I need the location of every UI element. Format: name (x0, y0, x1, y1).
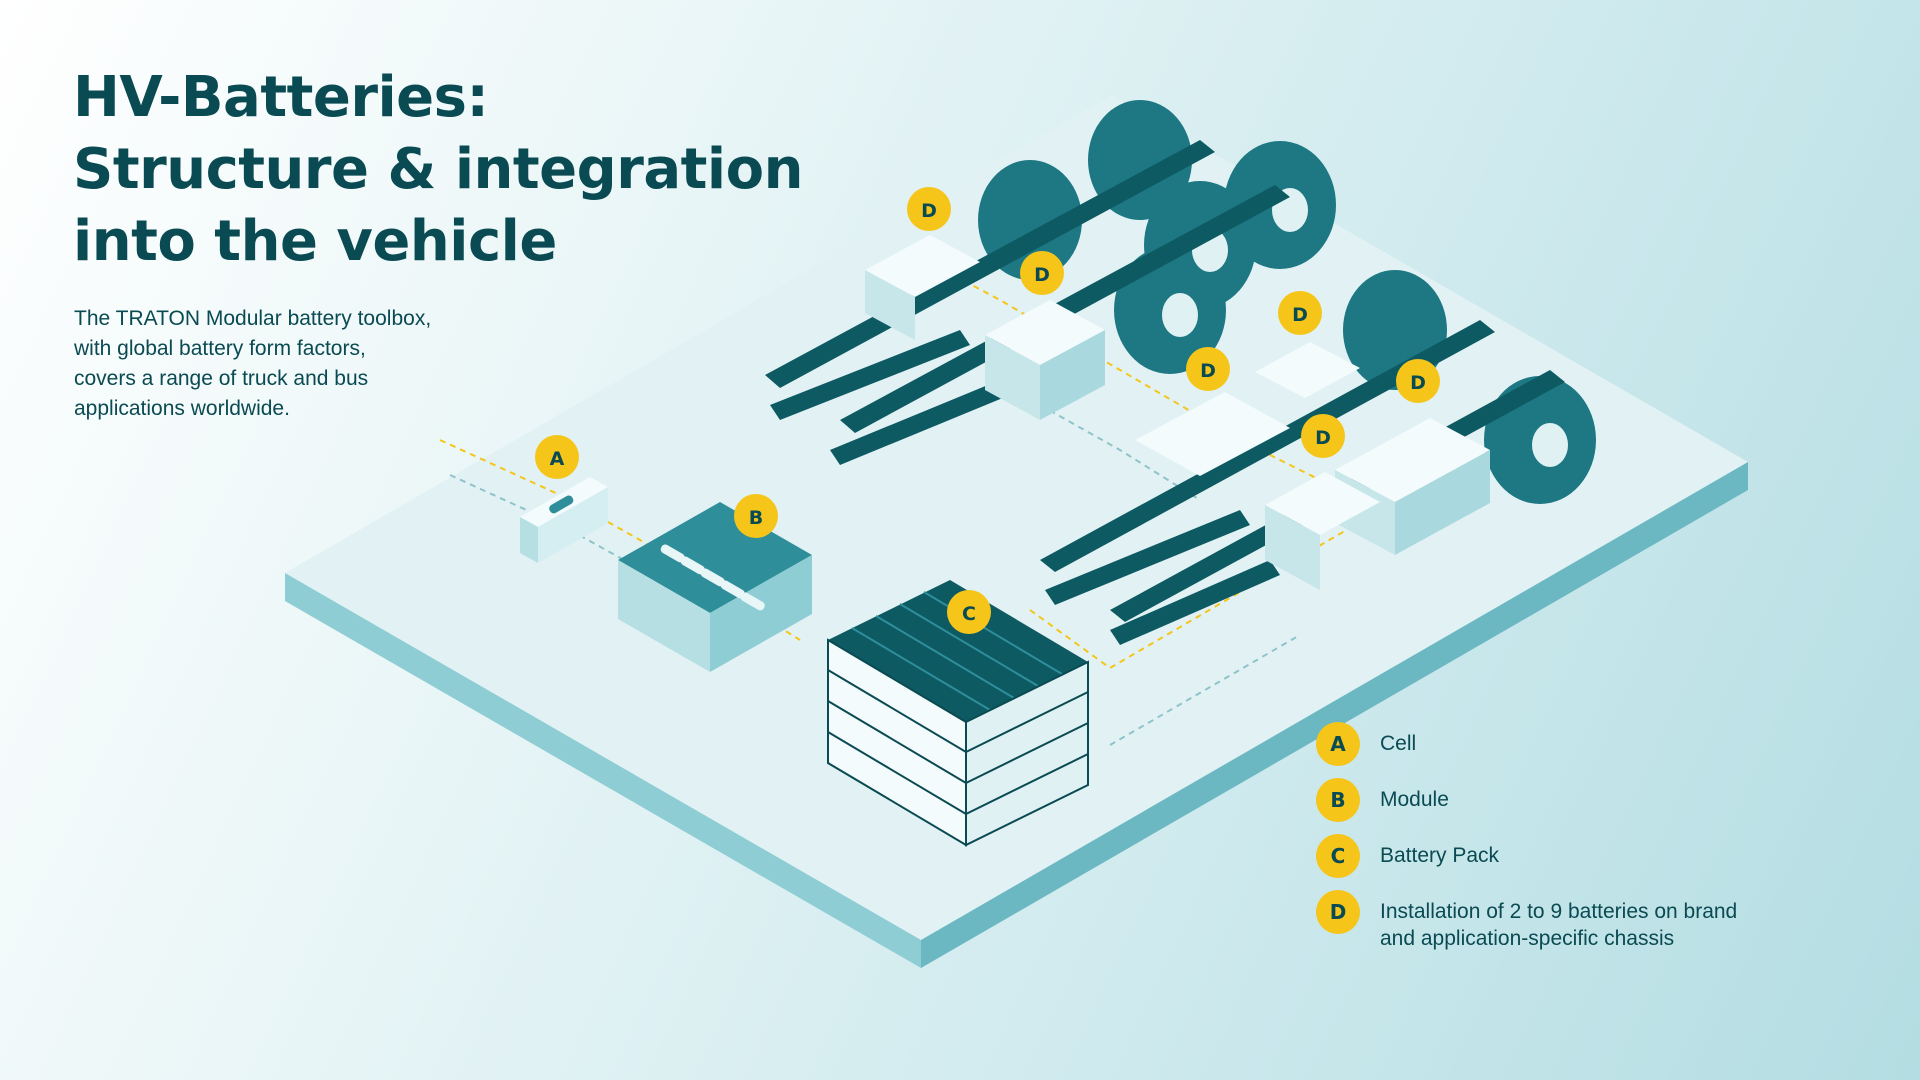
page-title-line-2: Structure & integration (73, 137, 803, 202)
legend-label-text: Battery Pack (1380, 844, 1500, 867)
intro-line-2: with global battery form factors, (74, 337, 366, 360)
marker-b: B (734, 494, 778, 538)
marker-d-4: D (1186, 347, 1230, 391)
legend: A Cell B Module C Battery Pack D Install… (1316, 722, 1876, 950)
marker-d-label: D (1200, 360, 1216, 382)
marker-a-label: A (550, 448, 565, 470)
marker-d-label: D (921, 200, 937, 222)
legend-badge-d: D (1316, 890, 1360, 934)
marker-d-6: D (1301, 414, 1345, 458)
intro-line-3: covers a range of truck and bus (74, 367, 369, 390)
legend-label-text: Module (1380, 788, 1449, 811)
cell-component (520, 477, 608, 563)
legend-label-installation: Installation of 2 to 9 batteries on bran… (1380, 890, 1737, 952)
legend-item-battery-pack: C Battery Pack (1316, 834, 1876, 890)
intro-text: The TRATON Modular battery toolbox, with… (74, 304, 431, 424)
marker-d-label: D (1410, 372, 1426, 394)
legend-label-text: Cell (1380, 732, 1417, 755)
marker-c-label: C (962, 603, 976, 625)
legend-badge-a: A (1316, 722, 1360, 766)
legend-label-cell: Cell (1380, 722, 1416, 757)
marker-d-3: D (1278, 291, 1322, 335)
marker-d-1: D (907, 187, 951, 231)
marker-d-label: D (1315, 427, 1331, 449)
marker-d-label: D (1034, 264, 1050, 286)
intro-line-4: applications worldwide. (74, 397, 290, 420)
battery-pack-component (827, 580, 1089, 847)
marker-d-label: D (1292, 304, 1308, 326)
marker-c: C (947, 590, 991, 634)
legend-badge-b: B (1316, 778, 1360, 822)
truck-chassis-back (765, 100, 1336, 465)
legend-item-cell: A Cell (1316, 722, 1876, 778)
marker-d-5: D (1396, 359, 1440, 403)
marker-d-2: D (1020, 251, 1064, 295)
page-title-line-1: HV-Batteries: (73, 65, 489, 130)
legend-label-battery-pack: Battery Pack (1380, 834, 1499, 869)
page-title-line-3: into the vehicle (73, 209, 557, 274)
intro-line-1: The TRATON Modular battery toolbox, (74, 307, 432, 330)
legend-badge-c: C (1316, 834, 1360, 878)
page-title: HV-Batteries: Structure & integration in… (73, 62, 803, 278)
marker-b-label: B (749, 507, 763, 529)
legend-item-module: B Module (1316, 778, 1876, 834)
legend-label-line-1: Installation of 2 to 9 batteries on bran… (1380, 900, 1738, 923)
legend-label-module: Module (1380, 778, 1449, 813)
marker-a: A (535, 435, 579, 479)
legend-item-installation: D Installation of 2 to 9 batteries on br… (1316, 890, 1876, 950)
legend-label-line-2: and application-specific chassis (1380, 927, 1675, 950)
